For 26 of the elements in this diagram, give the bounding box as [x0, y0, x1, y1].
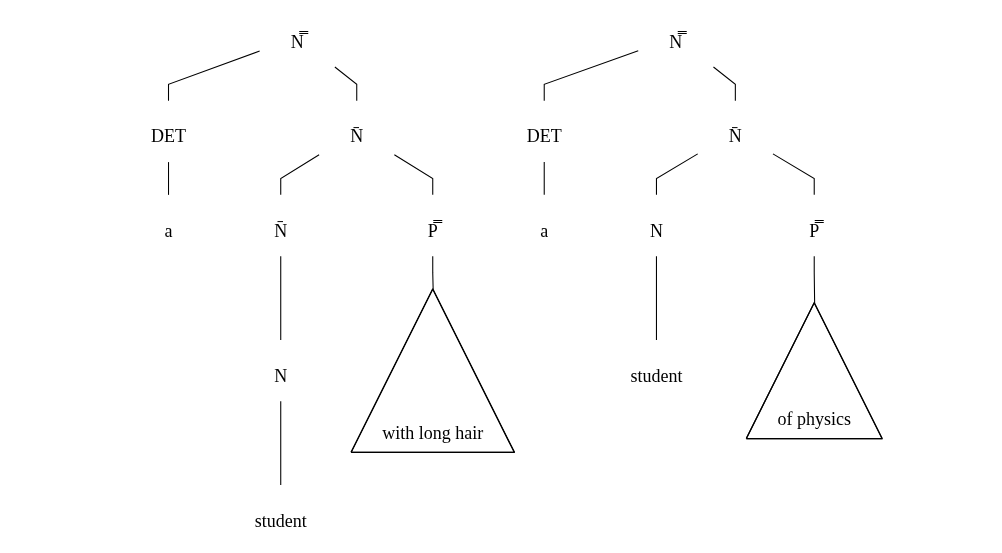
connector	[543, 50, 639, 102]
node-text: N̄	[350, 126, 364, 147]
connector	[543, 161, 545, 196]
connector	[393, 154, 434, 196]
node-text: N̄	[728, 126, 742, 147]
connector	[432, 255, 434, 290]
node-text: N	[649, 220, 663, 241]
connector	[655, 255, 657, 341]
node-text: N	[274, 365, 288, 386]
connector	[168, 50, 261, 102]
node-text: student	[630, 365, 683, 386]
connector	[772, 153, 815, 196]
connector	[334, 66, 358, 102]
connector	[280, 400, 282, 486]
node-text: student	[254, 510, 307, 531]
node-text: DET	[526, 126, 562, 147]
connector	[280, 255, 282, 341]
node-text: a	[540, 220, 549, 241]
connector	[655, 153, 699, 196]
node-text: DET	[151, 126, 187, 147]
connector	[813, 255, 816, 304]
connector	[712, 66, 736, 102]
node-text: a	[164, 220, 173, 241]
connector	[168, 161, 170, 196]
node-text: N̄	[274, 220, 288, 241]
connector	[280, 154, 320, 196]
